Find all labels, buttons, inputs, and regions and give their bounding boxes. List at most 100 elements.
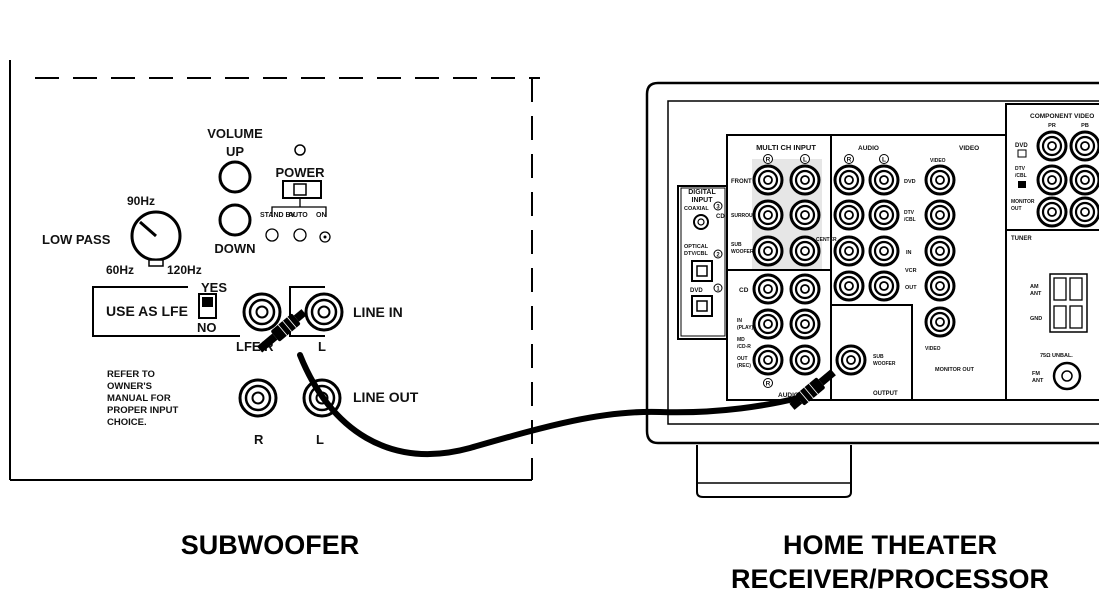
comp-dtv-pr-jack[interactable] (1036, 164, 1068, 196)
audio-header-label: AUDIO (858, 145, 879, 152)
vcr-in-video-jack[interactable] (924, 235, 956, 267)
surround-l-jack[interactable] (789, 199, 821, 231)
power-standby-label: STAND BY (260, 212, 296, 219)
cd-l-jack[interactable] (789, 273, 821, 305)
vcr-in-audio-r-jack[interactable] (833, 235, 865, 267)
tuner-label: TUNER (1011, 236, 1032, 242)
md-out-l-jack[interactable] (789, 344, 821, 376)
surround-r-jack[interactable] (752, 199, 784, 231)
vcr-out-video-jack[interactable] (924, 270, 956, 302)
power-switch-handle (293, 183, 307, 196)
multi-ch-input-label: MULTI CH INPUT (756, 143, 816, 152)
pr-label: PR (1048, 123, 1056, 129)
md-out-r-jack[interactable] (752, 344, 784, 376)
am-ant-label-1: AM (1030, 284, 1039, 290)
vcr-out-audio-l-jack[interactable] (868, 270, 900, 302)
front-r-jack[interactable] (752, 164, 784, 196)
dtv-audio-r-jack[interactable] (833, 199, 865, 231)
dvd-video-jack[interactable] (924, 164, 956, 196)
line-in-l-label: L (318, 339, 326, 354)
am-antenna-terminal[interactable] (1049, 273, 1088, 333)
vcr-label: VCR (905, 268, 917, 274)
freq-90-label: 90Hz (127, 194, 155, 208)
comp-dtv-label-1: DTV (1015, 166, 1026, 172)
multi-r-label: R (766, 157, 771, 164)
fm-antenna-jack[interactable] (1052, 361, 1082, 391)
digital-cd-label: CD (716, 214, 725, 220)
in-play-label-1: IN (737, 318, 742, 324)
sub-out-label-2: WOOFER (873, 361, 896, 367)
volume-down-label: DOWN (214, 241, 255, 256)
ohm-unbal-label: 75Ω UNBAL. (1040, 353, 1073, 359)
comp-dvd-pb-jack[interactable] (1069, 130, 1099, 162)
lfe-r-jack[interactable] (242, 292, 282, 332)
surround-label: SURROUND (731, 213, 760, 219)
fm-ant-label-2: ANT (1032, 378, 1044, 384)
volume-up-knob[interactable] (218, 160, 252, 194)
cd-label: CD (739, 287, 749, 294)
vcr-out-audio-r-jack[interactable] (833, 270, 865, 302)
dtv-video-jack[interactable] (924, 199, 956, 231)
use-as-lfe-label: USE AS LFE (106, 303, 188, 319)
line-in-label: LINE IN (353, 304, 403, 320)
monitor-video-label: VIDEO (925, 346, 941, 352)
dtv-audio-l-jack[interactable] (868, 199, 900, 231)
comp-dvd-pr-jack[interactable] (1036, 130, 1068, 162)
volume-down-knob[interactable] (218, 203, 252, 237)
auto-indicator-icon (293, 228, 307, 242)
digital-num-2: 2 (716, 253, 720, 259)
fm-ant-label-1: FM (1032, 371, 1040, 377)
md-in-r-jack[interactable] (752, 308, 784, 340)
lfe-no-label: NO (197, 320, 217, 335)
vcr-in-audio-l-jack[interactable] (868, 235, 900, 267)
comp-monitor-label-2: OUT (1011, 206, 1022, 212)
sub-woofer-in-jack[interactable] (752, 235, 784, 267)
refer-line-2: OWNER'S (107, 381, 152, 392)
power-label: POWER (275, 165, 325, 180)
freq-60-label: 60Hz (106, 263, 134, 277)
monitor-out-label: MONITOR OUT (935, 367, 975, 373)
dvd-audio-l-jack[interactable] (868, 164, 900, 196)
in-play-label-2: (PLAY) (737, 325, 754, 331)
optical-label-2: DTV/CBL (684, 251, 708, 257)
md-in-l-jack[interactable] (789, 308, 821, 340)
subwoofer-panel: VOLUME UP DOWN POWER STAND BY AUTO ON 90… (9, 60, 540, 481)
digital-num-3: 3 (716, 205, 720, 211)
front-label: FRONT (731, 179, 752, 185)
refer-line-4: PROPER INPUT (107, 405, 178, 416)
refer-line-1: REFER TO (107, 369, 155, 380)
standby-indicator-icon (265, 228, 279, 242)
subwoofer-cable (257, 309, 836, 458)
line-out-l-label: L (316, 432, 324, 447)
cable-plug-subwoofer (257, 309, 307, 353)
dtv-row-label-1: DTV (904, 210, 915, 216)
front-l-jack[interactable] (789, 164, 821, 196)
pb-label: PB (1081, 123, 1089, 129)
out-rec-label-1: OUT (737, 356, 748, 362)
line-out-label: LINE OUT (353, 389, 419, 405)
line-out-r-jack[interactable] (238, 378, 278, 418)
multi-l-label: L (803, 157, 807, 164)
sub-woofer-out-jack[interactable] (835, 344, 867, 376)
comp-monitor-pr-jack[interactable] (1036, 196, 1068, 228)
receiver-panel: DIGITAL INPUT COAXIAL 3 CD OPTICAL DTV/C… (645, 81, 1099, 498)
md-cdr-label-1: MD (737, 337, 745, 343)
comp-dtv-pb-jack[interactable] (1069, 164, 1099, 196)
line-in-l-jack[interactable] (304, 292, 344, 332)
freq-120-label: 120Hz (167, 263, 202, 277)
gnd-label: GND (1030, 316, 1042, 322)
video-col-label: VIDEO (930, 158, 946, 164)
lower-audio-label: AUDIO (778, 392, 799, 399)
sub-out-label-1: SUB (873, 354, 884, 360)
monitor-out-video-jack[interactable] (924, 306, 956, 338)
md-cdr-label-2: /CD-R (737, 344, 751, 350)
comp-monitor-pb-jack[interactable] (1069, 196, 1099, 228)
coaxial-jack[interactable] (693, 214, 709, 230)
video-header-label: VIDEO (959, 145, 979, 152)
dtv-row-label-2: /CBL (904, 217, 916, 223)
dvd-audio-r-jack[interactable] (833, 164, 865, 196)
center-jack[interactable] (789, 235, 821, 267)
digital-num-1: 1 (716, 287, 720, 293)
cd-r-jack[interactable] (752, 273, 784, 305)
